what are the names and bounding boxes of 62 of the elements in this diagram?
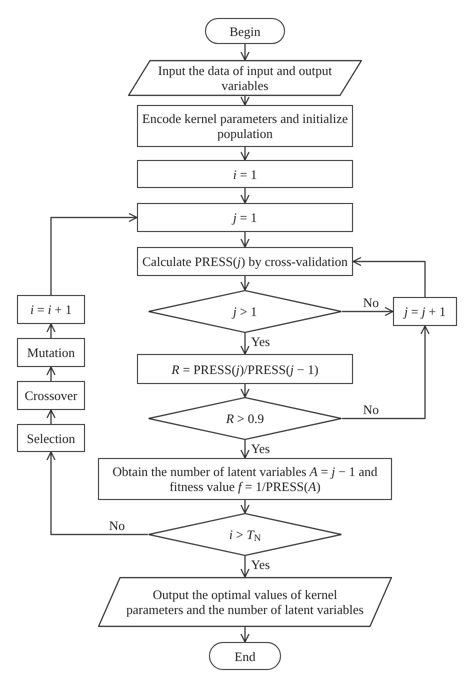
arrow bbox=[240, 627, 250, 643]
input-output-shape bbox=[98, 577, 392, 627]
arrow bbox=[342, 325, 430, 420]
arrow bbox=[240, 500, 250, 514]
arrow bbox=[240, 384, 250, 398]
arrow bbox=[240, 147, 250, 161]
node-text: Input the data of input and output variables bbox=[156, 63, 334, 93]
edge-label: No bbox=[362, 403, 380, 417]
node-text: End bbox=[234, 648, 256, 664]
terminal-shape bbox=[209, 642, 281, 670]
node-text: i = i + 1 bbox=[29, 302, 73, 317]
process-box bbox=[137, 247, 353, 276]
arrow bbox=[240, 276, 250, 291]
process-box bbox=[137, 160, 353, 188]
process-box bbox=[17, 338, 85, 367]
process-box bbox=[17, 381, 85, 410]
node-text: R = PRESS(j)/PRESS(j − 1) bbox=[170, 362, 320, 376]
node-text: Crossover bbox=[24, 388, 78, 403]
node-text: Obtain the number of latent variables A = j − 1 and fitness value f = 1/PRESS(A) bbox=[112, 464, 378, 494]
process-box bbox=[137, 105, 353, 147]
node-text: Encode kernel parameters and initialize population bbox=[141, 111, 349, 141]
node-text: i > T$_{N}$ bbox=[228, 527, 262, 542]
process-box bbox=[17, 295, 85, 324]
edge-label: Yes bbox=[250, 335, 271, 349]
arrow bbox=[46, 409, 56, 424]
node-text: i = 1 bbox=[232, 166, 258, 182]
node-text: j = j + 1 bbox=[402, 304, 447, 319]
process-box bbox=[98, 458, 392, 500]
process-box bbox=[137, 203, 353, 232]
node-text: j = 1 bbox=[230, 210, 258, 225]
edge-label: No bbox=[362, 296, 380, 310]
arrow bbox=[240, 44, 250, 61]
edge-label: Yes bbox=[250, 442, 271, 456]
node-text: Selection bbox=[26, 430, 76, 446]
arrow bbox=[240, 556, 250, 578]
arrow bbox=[46, 323, 56, 338]
arrow bbox=[240, 333, 250, 355]
node-text: j > 1 bbox=[230, 304, 258, 319]
edge-label: Yes bbox=[250, 558, 271, 572]
arrow bbox=[240, 232, 250, 248]
arrow bbox=[50, 212, 138, 295]
input-output-shape bbox=[128, 60, 362, 96]
arrow bbox=[240, 96, 250, 106]
decision-diamond bbox=[148, 397, 342, 440]
edge-label: No bbox=[108, 519, 126, 533]
node-text: Output the optimal values of kernel parameters and the number of latent variables bbox=[125, 587, 365, 617]
arrow bbox=[240, 188, 250, 204]
decision-diamond bbox=[148, 513, 342, 556]
arrow bbox=[352, 256, 426, 297]
process-box bbox=[137, 354, 353, 384]
node-text: R > 0.9 bbox=[224, 411, 266, 426]
process-box bbox=[17, 424, 85, 452]
process-box bbox=[393, 297, 457, 326]
terminal-shape bbox=[205, 18, 285, 44]
arrow bbox=[46, 451, 148, 536]
arrow bbox=[240, 440, 250, 459]
node-text: Begin bbox=[228, 24, 262, 38]
node-text: Mutation bbox=[26, 345, 76, 360]
node-text: Calculate PRESS(j) by cross-validation bbox=[141, 254, 349, 269]
decision-diamond bbox=[148, 290, 342, 333]
arrow bbox=[342, 306, 394, 316]
arrow bbox=[46, 366, 56, 381]
